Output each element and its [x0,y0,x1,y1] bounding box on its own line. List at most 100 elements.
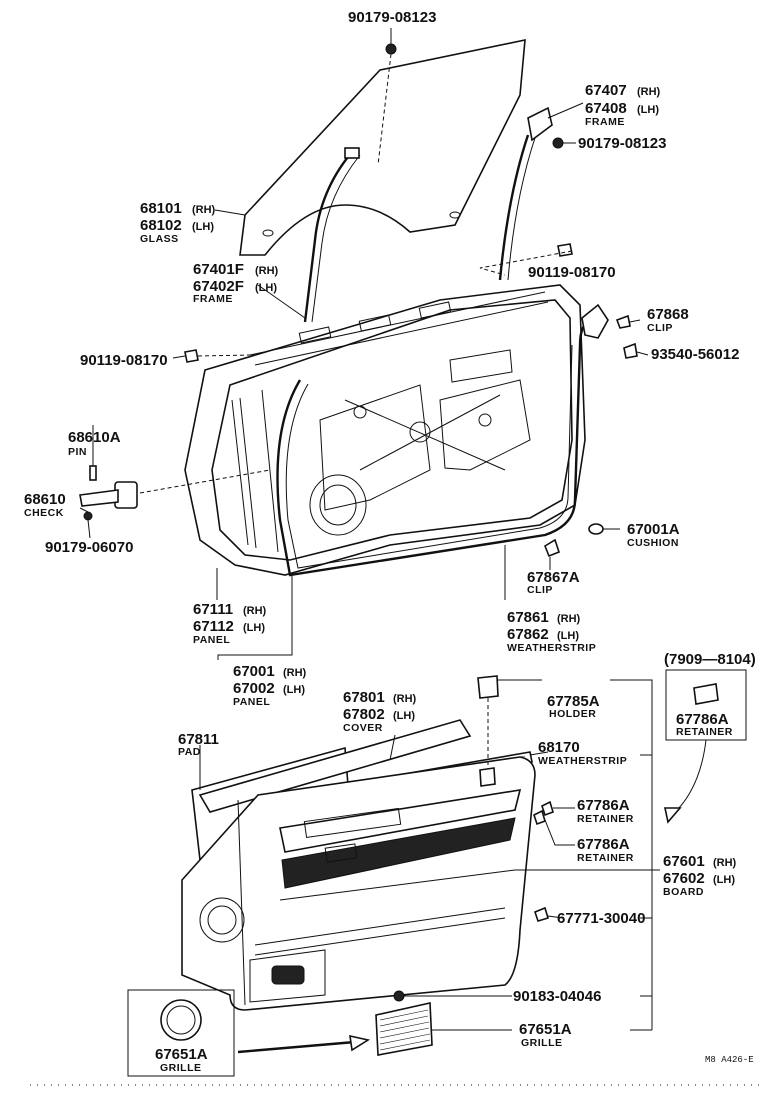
callout-67785A: 67785A HOLDER [547,693,600,720]
part-number: 67651A [155,1046,208,1063]
callout-67867A: 67867A CLIP [527,569,580,596]
part-number: 67111 [193,601,233,618]
part-label: BOARD [663,886,704,898]
callout-67401F-67402F: 67401F (RH) 67402F (LH) FRAME [193,261,279,305]
callout-90183-04046: 90183-04046 [513,988,601,1005]
door-trim-board [181,756,536,1011]
side-code: (LH) [557,630,579,642]
callout-67786A-1: 67786A RETAINER [577,797,634,825]
part-label: CUSHION [627,537,679,549]
door-glass [239,38,526,256]
part-number: 67407 [585,82,627,99]
callout-67651A-inset: 67651A GRILLE [155,1046,208,1074]
side-code: (RH) [255,265,279,277]
drawing-reference: M8 A426-E [705,1055,754,1065]
part-number: 67602 [663,870,705,887]
part-label: GLASS [140,233,179,245]
part-label: RETAINER [577,852,634,864]
part-number: 68610 [24,491,66,508]
part-label: WEATHERSTRIP [538,755,627,767]
part-label: PANEL [193,634,230,646]
part-number: 67802 [343,706,385,723]
door-check [79,425,138,521]
callout-67001A: 67001A CUSHION [627,521,680,549]
callout-67601-67602: 67601 (RH) 67602 (LH) BOARD [663,853,737,898]
part-label: GRILLE [521,1037,563,1049]
part-number: 67002 [233,680,275,697]
door-edge-piece [581,303,609,339]
part-number: 67402F [193,278,244,295]
part-number: 68610A [68,429,121,446]
side-code: (LH) [255,282,277,294]
side-code: (LH) [283,684,305,696]
callout-67001-67002: 67001 (RH) 67002 (LH) PANEL [233,663,307,708]
part-label: RETAINER [676,726,733,738]
callout-93540-56012: 93540-56012 [651,346,739,363]
glass-frame-front [303,147,361,323]
callout-68101-68102: 68101 (RH) 68102 (LH) GLASS [140,200,216,245]
part-number: 90179-08123 [578,135,666,152]
part-number: 90179-08123 [348,9,436,26]
callout-67786A-2: 67786A RETAINER [577,836,634,864]
part-label: GRILLE [160,1062,202,1074]
part-label: HOLDER [549,708,596,720]
side-code: (RH) [283,667,307,679]
side-code: (RH) [393,693,417,705]
callout-67771-30040: 67771-30040 [557,910,645,927]
callout-90119-08170-right: 90119-08170 [528,264,616,281]
callout-90179-06070: 90179-06070 [45,539,133,556]
side-code: (LH) [393,710,415,722]
side-code: (RH) [637,86,661,98]
callout-67861-67862: 67861 (RH) 67862 (LH) WEATHERSTRIP [507,609,596,654]
inset-box [127,989,371,1077]
callout-68610A: 68610A PIN [68,429,121,458]
part-label: FRAME [585,116,625,128]
glass-frame-rear [498,106,553,281]
part-number: 93540-56012 [651,346,739,363]
grille-rect [375,1002,433,1056]
part-label: PIN [68,446,87,458]
part-label: RETAINER [577,813,634,825]
side-code: (LH) [192,221,214,233]
holder-clip [477,675,499,787]
retainer-detail-box [664,669,747,824]
part-number: 67001 [233,663,275,680]
part-number: 67862 [507,626,549,643]
callout-68610: 68610 CHECK [24,491,66,519]
side-code: (RH) [192,204,216,216]
callout-67868: 67868 CLIP [647,306,689,334]
part-number: 67786A [676,711,729,728]
callout-67111-67112: 67111 (RH) 67112 (LH) PANEL [193,601,267,646]
part-label: CHECK [24,507,64,519]
leader-lines [79,28,660,1031]
part-number: 67785A [547,693,600,710]
door-weatherstrip [276,318,591,577]
board-fasteners [393,800,554,1002]
side-code: (LH) [243,622,265,634]
side-code: (RH) [557,613,581,625]
callout-67786A-box: 67786A RETAINER [676,711,733,738]
callout-67407-67408: 67407 (RH) 67408 (LH) FRAME [585,82,661,128]
part-number: 67811 [178,731,219,748]
callout-67651A-right: 67651A GRILLE [519,1021,572,1049]
part-number: 90179-06070 [45,539,133,556]
part-label: FRAME [193,293,233,305]
side-code: (RH) [713,857,737,869]
part-label: CLIP [647,322,673,334]
part-number: 67771-30040 [557,910,645,927]
callout-67801-67802: 67801 (RH) 67802 (LH) COVER [343,689,417,734]
side-code: (RH) [243,605,267,617]
part-number: 90119-08170 [528,264,616,281]
callout-90179-08123-right: 90179-08123 [578,135,666,152]
trim-cover [198,719,472,813]
part-label: CLIP [527,584,553,596]
callout-67811: 67811 PAD [178,731,219,758]
part-label: PANEL [233,696,270,708]
part-label: COVER [343,722,383,734]
part-number: 90119-08170 [80,352,168,369]
part-number: 67401F [193,261,244,278]
callout-90119-08170-left: 90119-08170 [80,352,168,369]
door-panel [184,284,586,576]
